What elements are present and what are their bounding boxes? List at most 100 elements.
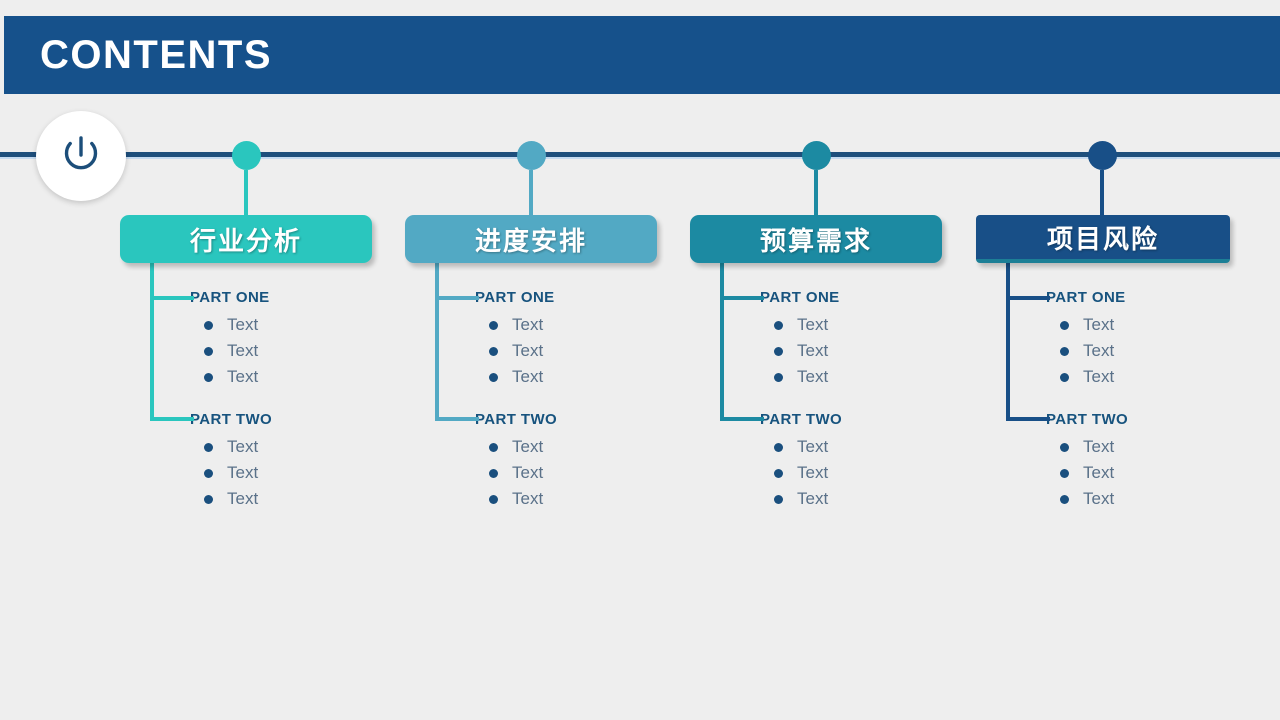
list-item[interactable]: Text (760, 460, 1000, 486)
list-item-label: Text (512, 463, 544, 482)
list-item[interactable]: Text (760, 338, 1000, 364)
list-item[interactable]: Text (475, 460, 715, 486)
list-item[interactable]: Text (1046, 312, 1280, 338)
list-item[interactable]: Text (1046, 486, 1280, 512)
list-item[interactable]: Text (190, 434, 430, 460)
list-item-label: Text (227, 489, 259, 508)
section-card-budget-requirement[interactable]: 预算需求 (690, 215, 942, 263)
timeline-connector-schedule-arrangement (529, 170, 533, 218)
part-title: PART TWO (190, 411, 273, 428)
bullet-dot-icon (489, 320, 498, 330)
bullet-dot-icon (774, 442, 783, 452)
list-item[interactable]: Text (190, 364, 430, 390)
section-card-label: 项目风险 (1046, 224, 1159, 255)
list-item[interactable]: Text (760, 434, 1000, 460)
bracket-tick-one (435, 296, 479, 300)
bullet-dot-icon (204, 442, 213, 452)
list-item[interactable]: Text (475, 486, 715, 512)
part-title: PART ONE (760, 289, 840, 306)
power-badge[interactable] (36, 111, 126, 201)
timeline-dot-budget-requirement[interactable] (802, 141, 831, 170)
part-title: PART TWO (760, 411, 843, 428)
bracket-vertical (1006, 263, 1010, 421)
list-item-label: Text (797, 463, 829, 482)
bullet-dot-icon (774, 468, 783, 478)
list-item[interactable]: Text (1046, 364, 1280, 390)
list-item[interactable]: Text (1046, 460, 1280, 486)
part-title: PART ONE (190, 289, 270, 306)
bullet-dot-icon (1060, 442, 1069, 452)
list-item-label: Text (1083, 437, 1115, 456)
list-item[interactable]: Text (475, 364, 715, 390)
timeline-axis (0, 152, 1280, 157)
list-item[interactable]: Text (1046, 434, 1280, 460)
timeline-dot-project-risk[interactable] (1088, 141, 1117, 170)
list-item[interactable]: Text (1046, 338, 1280, 364)
list-item-label: Text (512, 341, 544, 360)
bullet-dot-icon (204, 372, 213, 382)
list-item-label: Text (797, 341, 829, 360)
section-card-project-risk[interactable]: 项目风险 (976, 215, 1230, 263)
timeline-connector-industry-analysis (244, 170, 248, 218)
list-item-label: Text (512, 437, 544, 456)
bullet-dot-icon (774, 494, 783, 504)
list-item[interactable]: Text (190, 486, 430, 512)
list-item[interactable]: Text (190, 312, 430, 338)
bullet-dot-icon (204, 346, 213, 356)
list-item-label: Text (1083, 341, 1115, 360)
bullet-dot-icon (1060, 320, 1069, 330)
timeline-connector-budget-requirement (814, 170, 818, 218)
list-item-label: Text (1083, 489, 1115, 508)
list-item-label: Text (797, 437, 829, 456)
bracket-tick-one (720, 296, 764, 300)
bracket-vertical (150, 263, 154, 421)
bullet-dot-icon (774, 346, 783, 356)
list-item-label: Text (512, 489, 544, 508)
list-item-label: Text (227, 315, 259, 334)
bullet-dot-icon (489, 494, 498, 504)
list-item[interactable]: Text (475, 312, 715, 338)
bracket-tick-two (150, 417, 194, 421)
bullet-dot-icon (489, 442, 498, 452)
bullet-dot-icon (204, 468, 213, 478)
section-card-schedule-arrangement[interactable]: 进度安排 (405, 215, 657, 263)
list-item-label: Text (227, 437, 259, 456)
bracket-budget-requirement (720, 263, 764, 421)
part-title: PART ONE (475, 289, 555, 306)
section-card-label: 进度安排 (474, 226, 587, 257)
list-item[interactable]: Text (190, 460, 430, 486)
list-item[interactable]: Text (190, 338, 430, 364)
part-title: PART ONE (1046, 289, 1126, 306)
bracket-industry-analysis (150, 263, 194, 421)
bullet-dot-icon (1060, 372, 1069, 382)
bracket-tick-one (1006, 296, 1050, 300)
timeline-dot-industry-analysis[interactable] (232, 141, 261, 170)
list-item[interactable]: Text (475, 434, 715, 460)
bracket-tick-two (1006, 417, 1050, 421)
list-item[interactable]: Text (760, 486, 1000, 512)
section-card-label: 预算需求 (759, 226, 872, 257)
power-icon (56, 131, 106, 181)
list-item[interactable]: Text (760, 312, 1000, 338)
timeline-axis-highlight (0, 157, 1280, 159)
part-title: PART TWO (1046, 411, 1129, 428)
list-item[interactable]: Text (475, 338, 715, 364)
bracket-tick-one (150, 296, 194, 300)
timeline-connector-project-risk (1100, 170, 1104, 218)
list-item-label: Text (797, 315, 829, 334)
section-card-industry-analysis[interactable]: 行业分析 (120, 215, 372, 263)
bullet-dot-icon (489, 346, 498, 356)
list-item[interactable]: Text (760, 364, 1000, 390)
bullet-dot-icon (1060, 346, 1069, 356)
timeline-dot-schedule-arrangement[interactable] (517, 141, 546, 170)
